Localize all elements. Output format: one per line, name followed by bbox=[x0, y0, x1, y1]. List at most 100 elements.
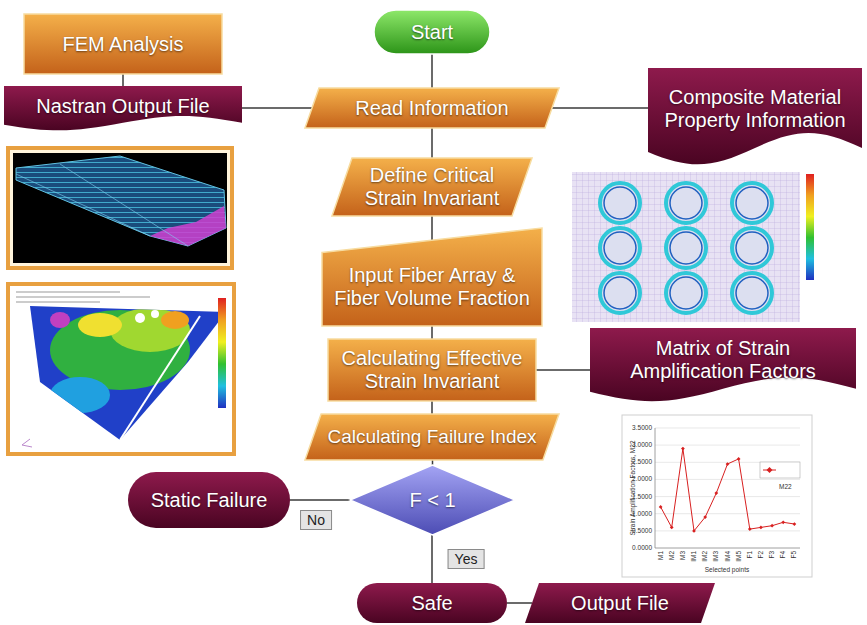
node-text: Nastran Output File bbox=[36, 95, 209, 118]
manual-input-box: Input Fiber Array & Fiber Volume Fractio… bbox=[322, 228, 542, 326]
node-content: Matrix of Strain Amplification Factors bbox=[598, 334, 848, 386]
node-shape bbox=[328, 339, 536, 401]
axis-tick: 0.0000 bbox=[632, 545, 652, 552]
node-shape bbox=[350, 465, 515, 535]
node-shape bbox=[305, 88, 559, 128]
axis-title: Strain Amplification Factors, M22 bbox=[630, 440, 637, 535]
axis-tick: 1.0000 bbox=[632, 510, 652, 517]
node-shape bbox=[525, 583, 715, 623]
node-shape bbox=[128, 472, 290, 528]
data-document: Composite Material Property Information bbox=[648, 68, 862, 168]
node-content: Define Critical Strain Invariant bbox=[352, 162, 512, 212]
connector bbox=[507, 602, 532, 604]
node-content: FEM Analysis bbox=[32, 20, 214, 68]
fiber-array-image bbox=[572, 172, 814, 322]
node-text: Read Information bbox=[355, 97, 508, 120]
output-parallelogram: Output File bbox=[525, 583, 715, 623]
data-document: Matrix of Strain Amplification Factors bbox=[590, 328, 856, 404]
axis-tick: IM2 bbox=[702, 551, 709, 562]
node-content: Output File bbox=[540, 587, 700, 619]
axis-tick: F5 bbox=[791, 551, 798, 559]
node-shape bbox=[648, 68, 862, 164]
axis-tick: IM4 bbox=[724, 551, 731, 562]
node-shape bbox=[374, 10, 490, 54]
node-text: Start bbox=[411, 21, 453, 44]
node-text: Matrix of Strain Amplification Factors bbox=[598, 337, 848, 383]
end-terminal: Safe bbox=[357, 583, 507, 623]
axis-tick: 3.0000 bbox=[632, 442, 652, 449]
decision-diamond: F < 1 bbox=[350, 465, 515, 535]
connector bbox=[536, 369, 590, 371]
node-text: Calculating Effective Strain Invariant bbox=[336, 347, 528, 393]
io-parallelogram: Read Information bbox=[305, 88, 559, 128]
end-terminal: Static Failure bbox=[128, 472, 290, 528]
node-shape bbox=[357, 583, 507, 623]
connector bbox=[431, 54, 433, 88]
axis-tick: F3 bbox=[769, 551, 776, 559]
node-text: Calculating Failure Index bbox=[327, 426, 536, 448]
node-content: Input Fiber Array & Fiber Volume Fractio… bbox=[330, 255, 534, 321]
wing-model-image bbox=[6, 146, 234, 270]
axis-tick: M1 bbox=[657, 551, 664, 560]
axis-tick: IM1 bbox=[691, 551, 698, 562]
connector bbox=[431, 535, 433, 583]
node-shape bbox=[332, 158, 532, 216]
io-parallelogram: Define Critical Strain Invariant bbox=[332, 158, 532, 216]
connector bbox=[431, 326, 433, 339]
process-box: FEM Analysis bbox=[24, 14, 222, 74]
node-text: Composite Material Property Information bbox=[656, 86, 854, 132]
node-shape bbox=[4, 86, 242, 130]
axis-tick: IM5 bbox=[735, 551, 742, 562]
connector bbox=[290, 499, 350, 501]
axis-tick: 3.5000 bbox=[632, 425, 652, 432]
node-shape bbox=[590, 328, 856, 401]
node-text: Output File bbox=[571, 592, 669, 615]
node-content: Read Information bbox=[320, 92, 544, 124]
edge-label: No bbox=[300, 510, 332, 530]
node-content: Safe bbox=[369, 587, 495, 619]
process-box: Calculating Effective Strain Invariant bbox=[328, 339, 536, 401]
axis-tick: IM3 bbox=[713, 551, 720, 562]
connector bbox=[122, 74, 124, 86]
node-shape bbox=[24, 14, 222, 74]
node-text: Input Fiber Array & Fiber Volume Fractio… bbox=[330, 264, 534, 310]
node-content: Nastran Output File bbox=[12, 92, 234, 121]
axis-tick: 0.5000 bbox=[632, 528, 652, 535]
node-text: F < 1 bbox=[409, 489, 455, 512]
node-shape bbox=[322, 228, 542, 326]
axis-tick: M3 bbox=[680, 551, 687, 560]
axis-tick: F2 bbox=[758, 551, 765, 559]
axis-tick: 2.5000 bbox=[632, 459, 652, 466]
node-content: Static Failure bbox=[145, 476, 273, 524]
start-terminal: Start bbox=[374, 10, 490, 54]
node-content: Calculating Failure Index bbox=[322, 418, 542, 456]
connector bbox=[552, 107, 648, 109]
node-content: Calculating Effective Strain Invariant bbox=[336, 345, 528, 395]
node-text: Safe bbox=[411, 592, 452, 615]
edge-label: Yes bbox=[448, 549, 485, 569]
connector bbox=[431, 128, 433, 158]
node-text: Static Failure bbox=[151, 489, 268, 512]
node-content: Composite Material Property Information bbox=[656, 74, 854, 144]
line-chart bbox=[622, 415, 812, 577]
connector bbox=[242, 107, 312, 109]
node-content: F < 1 bbox=[391, 479, 474, 521]
connector bbox=[431, 401, 433, 414]
io-parallelogram: Calculating Failure Index bbox=[305, 414, 559, 460]
data-document: Nastran Output File bbox=[4, 86, 242, 132]
axis-tick: M2 bbox=[669, 551, 676, 560]
axis-tick: 2.0000 bbox=[632, 476, 652, 483]
connector bbox=[431, 216, 433, 240]
node-text: Define Critical Strain Invariant bbox=[352, 164, 512, 210]
axis-tick: 1.5000 bbox=[632, 493, 652, 500]
node-content: Start bbox=[387, 14, 477, 50]
axis-title: Selected points bbox=[705, 567, 749, 574]
strain-contour-image bbox=[6, 282, 236, 456]
series-label: M22 bbox=[779, 484, 792, 491]
node-text: FEM Analysis bbox=[62, 33, 183, 56]
axis-tick: F1 bbox=[747, 551, 754, 559]
axis-tick: F4 bbox=[780, 551, 787, 559]
node-shape bbox=[305, 414, 559, 460]
